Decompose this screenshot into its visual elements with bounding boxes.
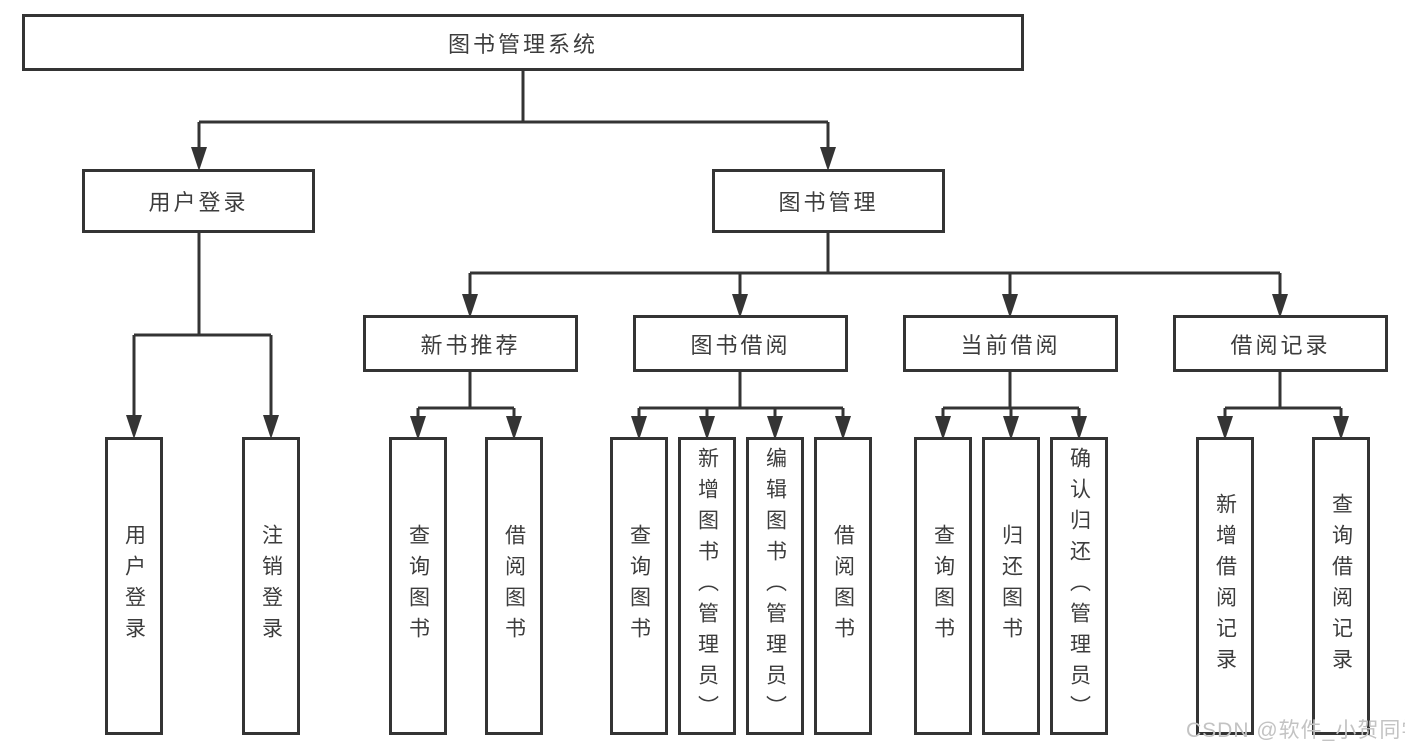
connector-book-borrow-children — [631, 372, 851, 440]
connector-book-management-children — [462, 233, 1288, 318]
node-label: 查询借阅记录 — [1329, 493, 1353, 679]
node-label: 查询图书 — [627, 524, 651, 648]
node-add-borrow-record: 新增借阅记录 — [1196, 437, 1254, 735]
node-book-borrowing: 图书借阅 — [633, 315, 848, 372]
connector-user-login-children — [126, 233, 279, 439]
connector-current-borrow-children — [935, 372, 1087, 440]
node-return-books: 归还图书 — [982, 437, 1040, 735]
arrowhead — [263, 415, 279, 439]
node-label: 用户登录 — [122, 524, 146, 648]
node-label: 当前借阅 — [960, 332, 1061, 358]
node-user-login: 用户登录 — [82, 169, 315, 233]
node-label: 归还图书 — [999, 524, 1023, 648]
node-label: 查询图书 — [406, 524, 430, 648]
arrowhead — [191, 147, 207, 171]
watermark: CSDN @软件_小贺同学 — [1186, 719, 1405, 742]
node-query-borrow-record: 查询借阅记录 — [1312, 437, 1370, 735]
node-add-books-admin: 新增图书（管理员） — [678, 437, 736, 735]
node-label: 确认归还（管理员） — [1067, 446, 1091, 726]
connector-root-to-level2 — [191, 71, 836, 171]
node-new-book-recommendation: 新书推荐 — [363, 315, 578, 372]
node-label: 编辑图书（管理员） — [763, 446, 787, 726]
node-borrowing-records: 借阅记录 — [1173, 315, 1388, 372]
node-label: 图书管理系统 — [447, 31, 598, 57]
node-label: 借阅图书 — [502, 524, 526, 648]
node-label: 图书借阅 — [690, 332, 791, 358]
connector-new-book-children — [410, 372, 522, 440]
node-query-books-current: 查询图书 — [914, 437, 972, 735]
node-label: 新增图书（管理员） — [695, 446, 719, 726]
node-confirm-return-admin: 确认归还（管理员） — [1050, 437, 1108, 735]
node-label: 借阅图书 — [831, 524, 855, 648]
connector-borrow-records-children — [1217, 372, 1349, 440]
node-logout: 注销登录 — [242, 437, 300, 735]
node-query-books-borrow: 查询图书 — [610, 437, 668, 735]
node-query-books-recommend: 查询图书 — [389, 437, 447, 735]
node-edit-books-admin: 编辑图书（管理员） — [746, 437, 804, 735]
node-label: 借阅记录 — [1230, 332, 1331, 358]
node-label: 图书管理 — [778, 190, 879, 215]
node-book-management: 图书管理 — [712, 169, 945, 233]
node-label: 新书推荐 — [420, 332, 521, 358]
node-library-management-system: 图书管理系统 — [22, 14, 1024, 71]
node-label: 用户登录 — [148, 190, 249, 215]
node-current-borrowing: 当前借阅 — [903, 315, 1118, 372]
arrowhead — [820, 147, 836, 171]
node-label: 新增借阅记录 — [1213, 493, 1237, 679]
arrowhead — [126, 415, 142, 439]
node-label: 查询图书 — [931, 524, 955, 648]
node-borrow-books: 借阅图书 — [814, 437, 872, 735]
node-label: 注销登录 — [259, 524, 283, 648]
node-user-login-action: 用户登录 — [105, 437, 163, 735]
node-borrow-books-recommend: 借阅图书 — [485, 437, 543, 735]
